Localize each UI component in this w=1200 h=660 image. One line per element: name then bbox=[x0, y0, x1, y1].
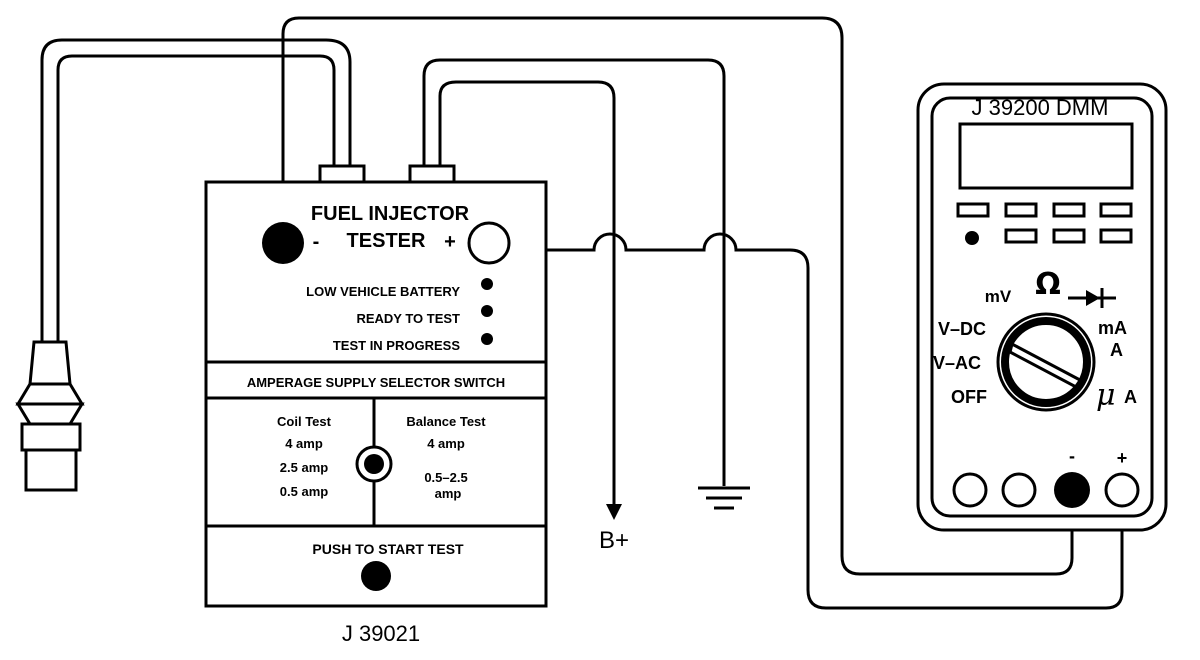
ground-symbol bbox=[698, 486, 750, 510]
battery-positive-label: B+ bbox=[599, 527, 629, 554]
dmm-button[interactable] bbox=[1099, 202, 1133, 218]
coil-test-option-4amp: 4 amp bbox=[285, 436, 323, 451]
positive-lead bbox=[512, 232, 1124, 610]
dmm-button[interactable] bbox=[956, 202, 990, 218]
tester-title-line1: FUEL INJECTOR bbox=[311, 203, 470, 225]
dmm-jack-plus-label: + bbox=[1117, 448, 1128, 468]
tester-negative-jack[interactable] bbox=[262, 222, 304, 264]
tester-model-label: J 39021 bbox=[342, 621, 420, 646]
push-to-start-button[interactable] bbox=[361, 561, 391, 591]
amperage-selector-knob[interactable] bbox=[355, 445, 393, 483]
indicator-low-battery-label: LOW VEHICLE BATTERY bbox=[306, 284, 460, 299]
dmm-jack-minus-label: - bbox=[1069, 446, 1075, 466]
dmm-button[interactable] bbox=[1052, 202, 1086, 218]
coil-test-option-2-5amp: 2.5 amp bbox=[280, 460, 328, 475]
coil-test-option-0-5amp: 0.5 amp bbox=[280, 484, 328, 499]
tester-title-line2: TESTER bbox=[347, 230, 426, 252]
wires bbox=[40, 16, 1124, 610]
dmm-round-button[interactable] bbox=[965, 231, 979, 245]
injector-cable-outer bbox=[40, 38, 352, 342]
dmm-button[interactable] bbox=[1099, 228, 1133, 244]
dial-label-ma: mA bbox=[1098, 318, 1127, 338]
balance-test-label: Balance Test bbox=[406, 414, 486, 429]
dmm-button-row-2 bbox=[965, 228, 1133, 245]
dial-label-vac: V–AC bbox=[933, 353, 981, 373]
indicator-ready-led bbox=[481, 305, 493, 317]
dmm-jack[interactable] bbox=[1001, 472, 1037, 508]
dial-label-vdc: V–DC bbox=[938, 319, 986, 339]
dmm-negative-jack[interactable] bbox=[1054, 472, 1090, 508]
selector-switch-title: AMPERAGE SUPPLY SELECTOR SWITCH bbox=[247, 375, 505, 390]
dmm-button[interactable] bbox=[1004, 202, 1038, 218]
injector-cable-gland bbox=[318, 164, 366, 184]
negative-lead bbox=[281, 16, 1074, 576]
dmm-model-label: J 39200 DMM bbox=[972, 95, 1109, 120]
indicator-low-battery-led bbox=[481, 278, 493, 290]
push-to-start-label: PUSH TO START TEST bbox=[312, 541, 464, 557]
indicator-ready-label: READY TO TEST bbox=[356, 311, 460, 326]
dmm-button-row-1 bbox=[956, 202, 1133, 218]
dial-label-ohm: Ω bbox=[1035, 267, 1061, 302]
tester-plus-label: + bbox=[444, 231, 456, 253]
balance-test-option-4amp: 4 amp bbox=[427, 436, 465, 451]
dmm-rotary-dial[interactable] bbox=[996, 312, 1096, 412]
fuel-injector-tester: FUEL INJECTOR TESTER - + LOW VEHICLE BAT… bbox=[204, 164, 548, 646]
balance-test-option-range: 0.5–2.5 bbox=[424, 470, 467, 485]
injector-connector bbox=[15, 340, 85, 492]
power-cable-inner bbox=[438, 80, 616, 510]
indicator-in-progress-label: TEST IN PROGRESS bbox=[333, 338, 460, 353]
coil-test-label: Coil Test bbox=[277, 414, 332, 429]
diode-icon bbox=[1068, 288, 1116, 308]
digital-multimeter: J 39200 DMM mV Ω V–DC V–AC OFF mA A μ bbox=[916, 82, 1168, 532]
dial-label-off: OFF bbox=[951, 387, 987, 407]
balance-test-option-unit: amp bbox=[435, 486, 462, 501]
dial-label-micro: μ bbox=[1096, 378, 1116, 413]
tester-positive-jack[interactable] bbox=[467, 221, 511, 265]
dmm-button[interactable] bbox=[1004, 228, 1038, 244]
indicator-in-progress-led bbox=[481, 333, 493, 345]
dmm-button[interactable] bbox=[1052, 228, 1086, 244]
dial-label-mv: mV bbox=[985, 287, 1012, 306]
dial-label-a: A bbox=[1110, 340, 1123, 360]
dmm-display bbox=[958, 122, 1134, 190]
power-cable-gland bbox=[408, 164, 456, 184]
dmm-jack[interactable] bbox=[952, 472, 988, 508]
tester-minus-label: - bbox=[313, 231, 320, 253]
bplus-arrow bbox=[606, 504, 622, 520]
injector-cable-inner bbox=[56, 54, 336, 342]
power-cable-outer bbox=[422, 58, 726, 486]
dial-label-micro-unit: A bbox=[1124, 387, 1137, 407]
dmm-positive-jack[interactable] bbox=[1104, 472, 1140, 508]
